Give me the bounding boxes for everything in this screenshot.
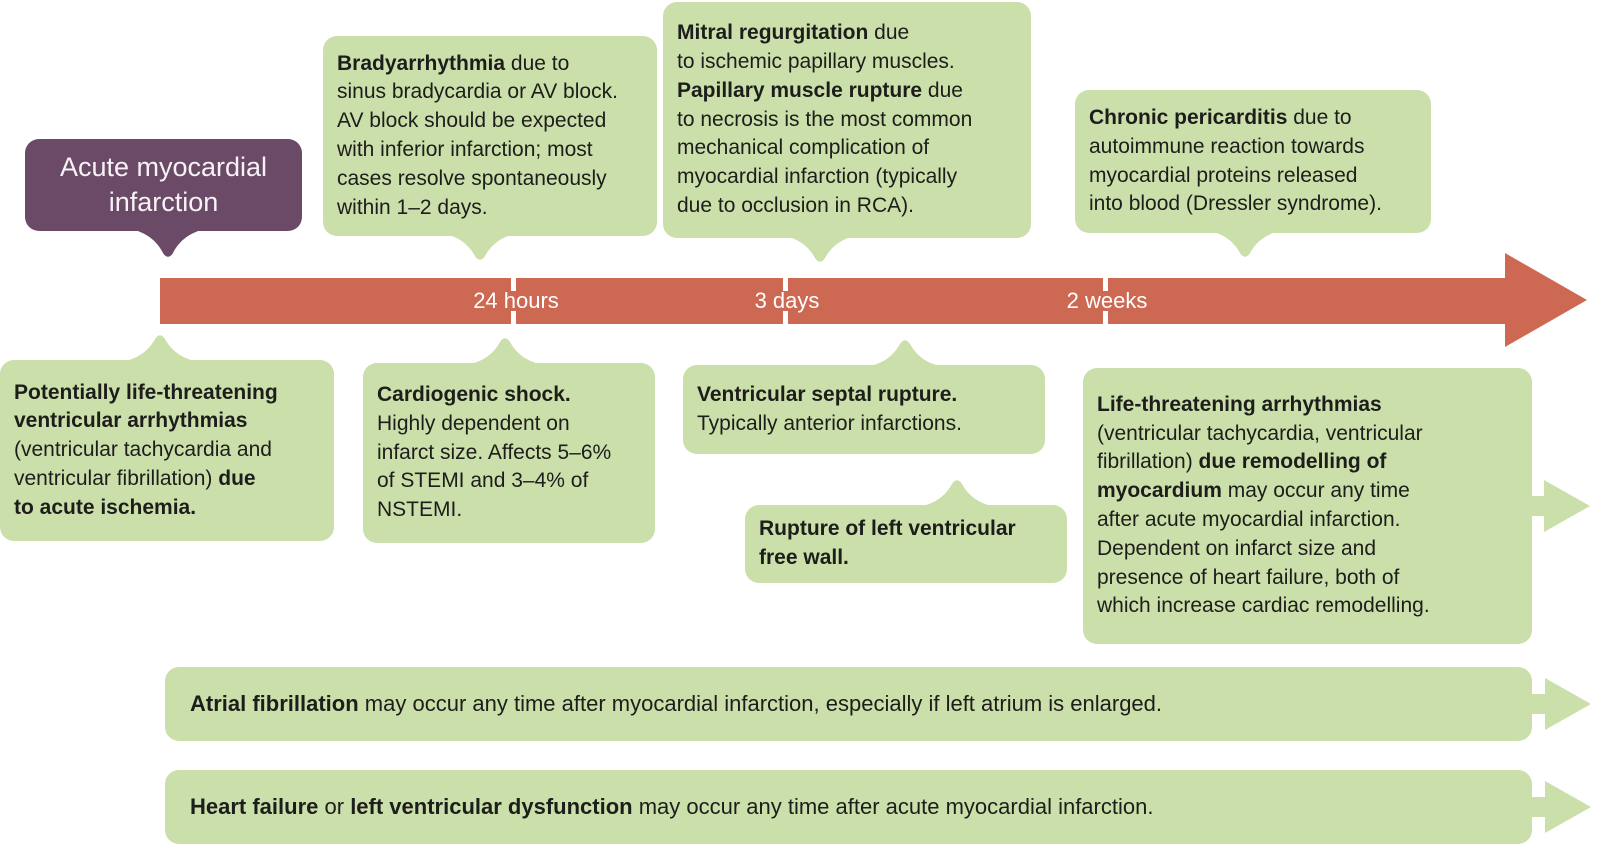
arrow-right-icon [1530, 781, 1591, 833]
timeline-tick-3d-top [783, 278, 788, 291]
timeline-bar [160, 278, 1506, 324]
bar-atrial-fibrillation: Atrial fibrillation may occur any time a… [165, 667, 1532, 741]
timeline-label-24-hours: 24 hours [473, 288, 559, 313]
callout-tail-down-icon [130, 229, 206, 257]
callout-tail-down-icon [1210, 231, 1280, 257]
callout-tail-up-icon [922, 480, 992, 506]
callout-ventricular-arrhythmias-acute: Potentially life-threatening ventricular… [0, 360, 334, 541]
arrow-right-icon [1530, 678, 1591, 730]
callout-mitral-regurgitation-text: Mitral regurgitation due to ischemic pap… [677, 21, 973, 217]
bar-heart-failure: Heart failure or left ventricular dysfun… [165, 770, 1532, 844]
timeline-label-3-days: 3 days [754, 288, 820, 313]
callout-late-arrhythmias-text: Life-threatening arrhythmias (ventricula… [1097, 392, 1430, 618]
bar-heart-failure-text: Heart failure or left ventricular dysfun… [190, 794, 1154, 819]
callout-tail-down-icon [785, 236, 855, 262]
timeline-arrowhead-icon [1505, 253, 1587, 347]
callout-tail-up-icon [125, 335, 195, 361]
callout-tail-up-icon [470, 338, 540, 364]
timeline-tick-24h-bottom [511, 311, 516, 324]
callout-ventricular-septal-rupture-text: Ventricular septal rupture. Typically an… [697, 382, 962, 435]
callout-mitral-regurgitation: Mitral regurgitation due to ischemic pap… [663, 2, 1031, 238]
callout-free-wall-rupture-text: Rupture of left ventricular free wall. [759, 517, 1016, 569]
timeline-tick-24h-top [511, 278, 516, 291]
callout-bradyarrhythmia: Bradyarrhythmia due to sinus bradycardia… [323, 36, 657, 236]
timeline-tick-2w-bottom [1103, 311, 1108, 324]
callout-chronic-pericarditis: Chronic pericarditis due to autoimmune r… [1075, 90, 1431, 233]
timeline-tick-2w-top [1103, 278, 1108, 291]
arrow-right-icon [1529, 480, 1590, 532]
callout-ventricular-arrhythmias-acute-text: Potentially life-threatening ventricular… [14, 380, 278, 519]
bar-atrial-fibrillation-text: Atrial fibrillation may occur any time a… [190, 691, 1163, 716]
title-box-label: Acute myocardial infarction [59, 151, 268, 217]
callout-tail-up-icon [870, 340, 940, 366]
callout-free-wall-rupture: Rupture of left ventricular free wall. [745, 505, 1067, 583]
callout-cardiogenic-shock-text: Cardiogenic shock. Highly dependent on i… [377, 383, 612, 522]
callout-chronic-pericarditis-text: Chronic pericarditis due to autoimmune r… [1089, 105, 1382, 216]
timeline-label-2-weeks: 2 weeks [1066, 288, 1148, 313]
callout-tail-down-icon [445, 234, 515, 260]
callout-ventricular-septal-rupture: Ventricular septal rupture. Typically an… [683, 365, 1045, 454]
callout-late-arrhythmias: Life-threatening arrhythmias (ventricula… [1083, 368, 1532, 644]
callout-cardiogenic-shock: Cardiogenic shock. Highly dependent on i… [363, 363, 655, 543]
callout-bradyarrhythmia-text: Bradyarrhythmia due to sinus bradycardia… [337, 51, 618, 219]
title-box-acute-mi: Acute myocardial infarction [25, 139, 302, 231]
timeline-tick-3d-bottom [783, 311, 788, 324]
